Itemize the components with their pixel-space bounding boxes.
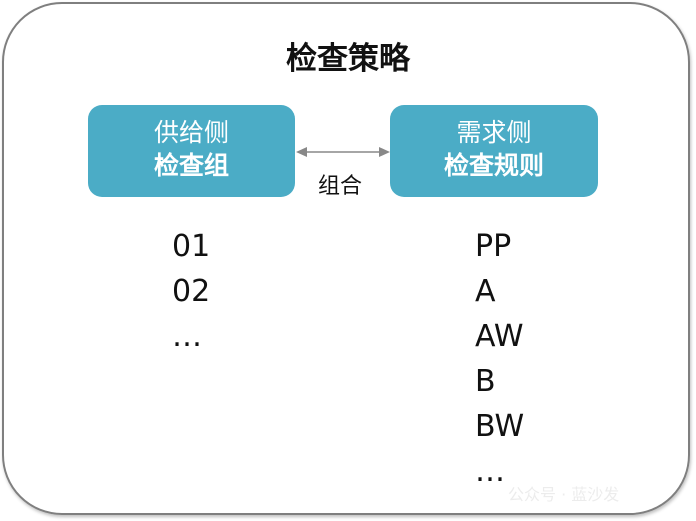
list-item: … — [172, 319, 202, 354]
demand-box-line2: 检查规则 — [443, 151, 544, 180]
list-item: BW — [475, 409, 525, 444]
demand-items-list: PP A AW B BW … — [475, 224, 524, 494]
supply-box-line1: 供给侧 — [153, 118, 229, 147]
list-item: A — [475, 274, 496, 309]
list-item: B — [475, 364, 496, 399]
double-arrow-icon — [296, 147, 390, 157]
list-item: … — [475, 454, 505, 489]
list-item: 02 — [172, 274, 211, 309]
demand-side-box: 需求侧 检查规则 — [390, 105, 598, 197]
list-item: PP — [475, 229, 512, 264]
demand-box-line1: 需求侧 — [456, 118, 532, 147]
supply-box-line2: 检查组 — [153, 151, 229, 180]
supply-side-box: 供给侧 检查组 — [88, 105, 295, 197]
list-item: 01 — [172, 229, 211, 264]
watermark: 公众号 · 蓝沙发 — [508, 485, 620, 504]
diagram-title: 检查策略 — [286, 41, 410, 77]
connector-label: 组合 — [318, 174, 363, 199]
diagram-frame — [2, 2, 690, 515]
list-item: AW — [475, 319, 524, 354]
supply-items-list: 01 02 … — [172, 224, 210, 359]
